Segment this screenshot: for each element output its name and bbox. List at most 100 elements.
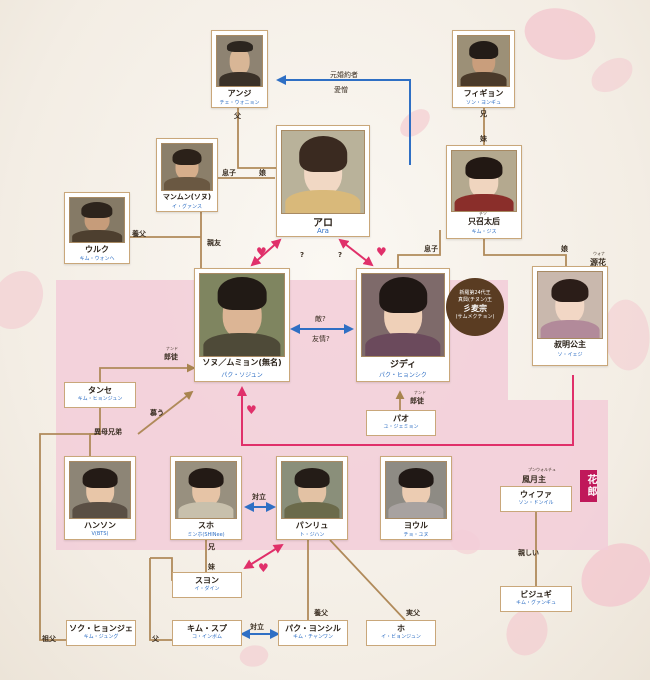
- box-sukhyonje: ソク・ヒョンジェ キム・ジュング: [66, 620, 136, 646]
- label-real-father: 実父: [406, 609, 420, 617]
- box-kimsupu: キム・スプ コ・インボム: [172, 620, 242, 646]
- portrait-anji: [216, 35, 263, 87]
- box-wifa: ウィファ ソン・ドンイル: [500, 486, 572, 512]
- name-sonu: ソヌ／ムミョン(無名): [202, 358, 282, 367]
- label-older-brother-suho: 兄: [208, 543, 215, 551]
- ruby-jiso: チソ: [479, 211, 487, 216]
- name-sukhyonje: ソク・ヒョンジェ: [69, 624, 133, 633]
- portrait-jidi: [361, 273, 445, 357]
- box-suyon: スヨン イ・ダイン: [172, 572, 242, 598]
- name-bijuge: ビジュギ: [520, 590, 552, 599]
- actor-sonu: パク・ソジュン: [221, 372, 263, 379]
- actor-sukhyonje: キム・ジュング: [83, 634, 119, 640]
- actor-kimsupu: コ・インボム: [191, 634, 222, 640]
- name-pao: パオ: [393, 414, 409, 423]
- label-son-jidi: 息子: [424, 245, 438, 253]
- ruby-pungwolju: プンウォルチュ: [528, 467, 556, 472]
- box-bijuge: ビジュギ キム・グァンギュ: [500, 586, 572, 612]
- actor-sukmyong: ソ・イェジ: [557, 352, 583, 358]
- heart-icon: ♥: [376, 245, 387, 259]
- actor-manmun: イ・グァンス: [172, 204, 202, 210]
- ruby-wonhwa: ウォナ: [593, 251, 605, 256]
- box-tanse: タンセ キム・ヒョンジュン: [64, 382, 136, 408]
- actor-jidi: パク・ヒョンシク: [379, 372, 427, 379]
- badge-line-2: 真興(チヌン)王: [458, 297, 492, 303]
- name-jiso: 只召太后: [468, 217, 500, 226]
- ruby-disciple-sonu: ナンド: [166, 346, 178, 351]
- label-love-hate: 愛憎: [334, 86, 348, 94]
- actor-aro: Ara: [317, 227, 329, 235]
- name-anji: アンジ: [227, 89, 252, 98]
- portrait-figyon: [457, 35, 510, 87]
- badge-line-3: 彡麦宗: [463, 304, 487, 313]
- portrait-suho: [175, 461, 237, 519]
- label-question-right: ?: [338, 251, 343, 259]
- actor-figyon: ソン・ヨンギュ: [465, 100, 501, 106]
- card-panryu: パンリュ ト・ジハン: [276, 456, 348, 540]
- actor-ho: イ・ビョンジュン: [381, 634, 421, 640]
- portrait-panryu: [281, 461, 343, 519]
- badge-line-4: (サムメクチョン): [455, 314, 495, 320]
- label-adoptive-father-uruku: 養父: [132, 230, 146, 238]
- label-disciple-sonu: 郎徒: [164, 353, 178, 361]
- name-figyon: フィギョン: [463, 89, 504, 98]
- actor-jiso: キム・ジス: [471, 229, 497, 235]
- label-daughter-sukmyong: 娘: [561, 245, 568, 253]
- portrait-hanson: [69, 461, 131, 519]
- box-ho: ホ イ・ビョンジュン: [366, 620, 436, 646]
- portrait-jiso: [451, 150, 517, 212]
- actor-bijuge: キム・グァンギュ: [515, 600, 556, 606]
- actor-yonsil: キム・チャンワン: [293, 634, 333, 640]
- label-disciple-jidi: 郎徒: [410, 397, 424, 405]
- label-older-brother: 兄: [480, 110, 487, 118]
- actor-pao: ユ・ジェミョン: [383, 424, 419, 430]
- card-anji: アンジ チェ・ウォニョン: [211, 30, 268, 108]
- name-tanse: タンセ: [88, 386, 112, 395]
- label-ex-fiance: 元婚約者: [330, 71, 358, 79]
- name-suyon: スヨン: [195, 576, 219, 585]
- label-younger-sister-suyon: 妹: [208, 563, 215, 571]
- card-hanson: ハンソン V(BTS): [64, 456, 136, 540]
- card-jidi: ジディ パク・ヒョンシク: [356, 268, 450, 382]
- card-figyon: フィギョン ソン・ヨンギュ: [452, 30, 515, 108]
- label-son-manmun: 息子: [222, 169, 236, 177]
- actor-yoru: チョ・ユヌ: [403, 532, 429, 538]
- name-kimsupu: キム・スプ: [187, 624, 227, 633]
- name-manmun: マンムン(ソヌ): [162, 193, 212, 201]
- card-sonu: ソヌ／ムミョン(無名) パク・ソジュン: [194, 268, 290, 382]
- name-suho: スホ: [198, 521, 214, 530]
- name-sukmyong: 叔明公主: [554, 340, 586, 349]
- name-aro: アロ: [313, 218, 333, 229]
- actor-suho: ミンホ(SHINee): [187, 532, 225, 538]
- portrait-sonu: [199, 273, 285, 357]
- actor-tanse: キム・ヒョンジュン: [77, 396, 123, 402]
- name-uruku: ウルク: [85, 245, 109, 254]
- card-yoru: ヨウル チョ・ユヌ: [380, 456, 452, 540]
- card-manmun: マンムン(ソヌ) イ・グァンス: [156, 138, 218, 212]
- name-jidi: ジディ: [389, 360, 417, 370]
- portrait-manmun: [161, 143, 213, 191]
- heart-icon: ♥: [258, 561, 269, 575]
- actor-hanson: V(BTS): [91, 531, 109, 537]
- actor-anji: チェ・ウォニョン: [219, 100, 260, 106]
- badge-line-1: 新羅第24代王: [459, 290, 491, 296]
- label-father-anji: 父: [234, 112, 241, 120]
- label-question-left: ?: [300, 251, 305, 259]
- card-sukmyong: 叔明公主 ソ・イェジ: [532, 266, 608, 366]
- hwarang-tag: 花郎: [580, 470, 597, 502]
- label-adoptive-father-yonsil: 養父: [314, 609, 328, 617]
- actor-panryu: ト・ジハン: [299, 532, 325, 538]
- actor-wifa: ソン・ドンイル: [518, 500, 554, 506]
- label-rival-kimsupu: 対立: [250, 623, 264, 631]
- name-wifa: ウィファ: [520, 490, 552, 499]
- portrait-aro: [281, 130, 365, 214]
- label-enemy: 敵?: [315, 315, 326, 323]
- name-panryu: パンリュ: [295, 521, 329, 530]
- label-rival-suho: 対立: [252, 493, 266, 501]
- actor-suyon: イ・ダイン: [194, 586, 220, 592]
- portrait-sukmyong: [537, 271, 603, 339]
- card-aro: アロ Ara: [276, 125, 370, 237]
- heart-icon: ♥: [246, 403, 257, 417]
